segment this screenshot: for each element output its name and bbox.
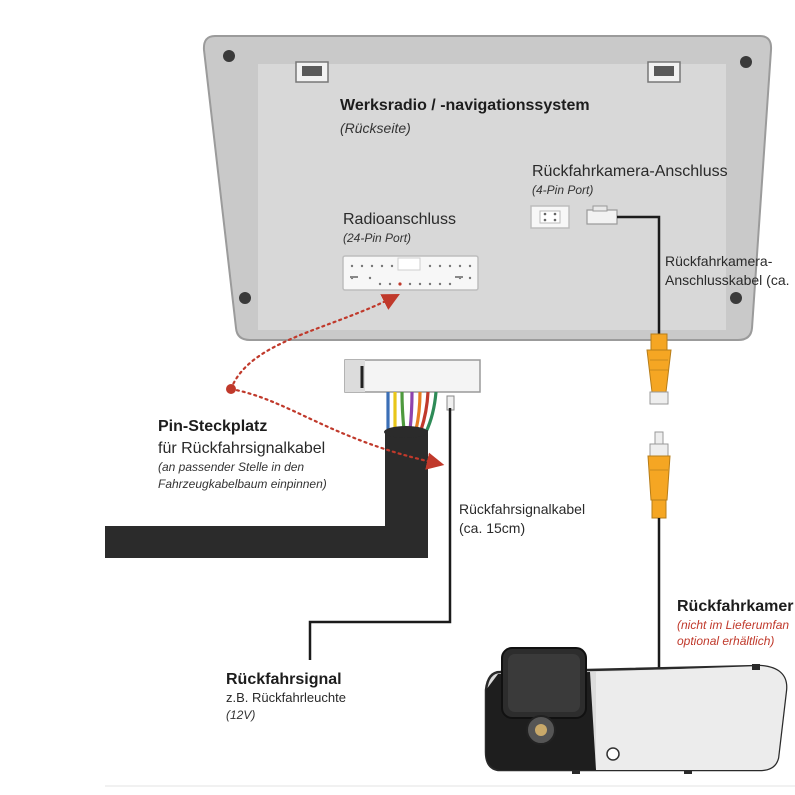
- radio-24pin-port: [342, 255, 479, 291]
- pin-slot-line2: für Rückfahrsignalkabel: [158, 440, 326, 457]
- reverse-signal-line2: z.B. Rückfahrleuchte: [226, 690, 346, 705]
- camera-port-title: Rückfahrkamera-Anschluss: [532, 163, 728, 180]
- reverse-signal-title: Rückfahrsignal: [226, 671, 342, 688]
- pin-slot-note-1: (an passender Stelle in den: [158, 460, 305, 474]
- harness-connector: [344, 359, 481, 393]
- reverse-signal-cable: [308, 408, 452, 660]
- screw-hole: [239, 292, 251, 304]
- pin-slot-title: Pin-Steckplatz: [158, 418, 268, 435]
- camera-note-2: optional erhältlich): [677, 634, 775, 648]
- screw-hole: [730, 292, 742, 304]
- screw-hole: [223, 50, 235, 62]
- signal-cable-label-2: (ca. 15cm): [459, 520, 526, 536]
- radio-subtitle: (Rückseite): [340, 120, 411, 136]
- camera-cable-label-2: Anschlusskabel (ca.: [665, 272, 790, 288]
- rear-camera: [484, 647, 788, 774]
- rca-connector-upper: [646, 333, 672, 405]
- camera-cable-label-1: Rückfahrkamera-: [665, 253, 773, 269]
- camera-connection-cable: [617, 215, 661, 335]
- reverse-signal-note: (12V): [226, 708, 256, 722]
- radio-port-title: Radioanschluss: [343, 211, 456, 228]
- rca-connector-lower: [647, 431, 671, 519]
- signal-cable-label-1: Rückfahrsignalkabel: [459, 501, 586, 517]
- pin-slot-note-2: Fahrzeugkabelbaum einpinnen): [158, 477, 327, 491]
- camera-port-subtitle: (4-Pin Port): [532, 183, 594, 197]
- radio-port-subtitle: (24-Pin Port): [343, 231, 412, 245]
- harness-cable: [105, 430, 428, 558]
- pin-slot-indicator: [226, 293, 445, 470]
- radio-title: Werksradio / -navigationssystem: [340, 97, 590, 114]
- harness-wires: [386, 391, 438, 433]
- camera-note-1: (nicht im Lieferumfan: [677, 618, 790, 632]
- camera-4pin-port: [530, 205, 570, 229]
- radio-back-panel: [202, 35, 773, 341]
- camera-title: Rückfahrkamer: [677, 598, 794, 615]
- screw-hole: [740, 56, 752, 68]
